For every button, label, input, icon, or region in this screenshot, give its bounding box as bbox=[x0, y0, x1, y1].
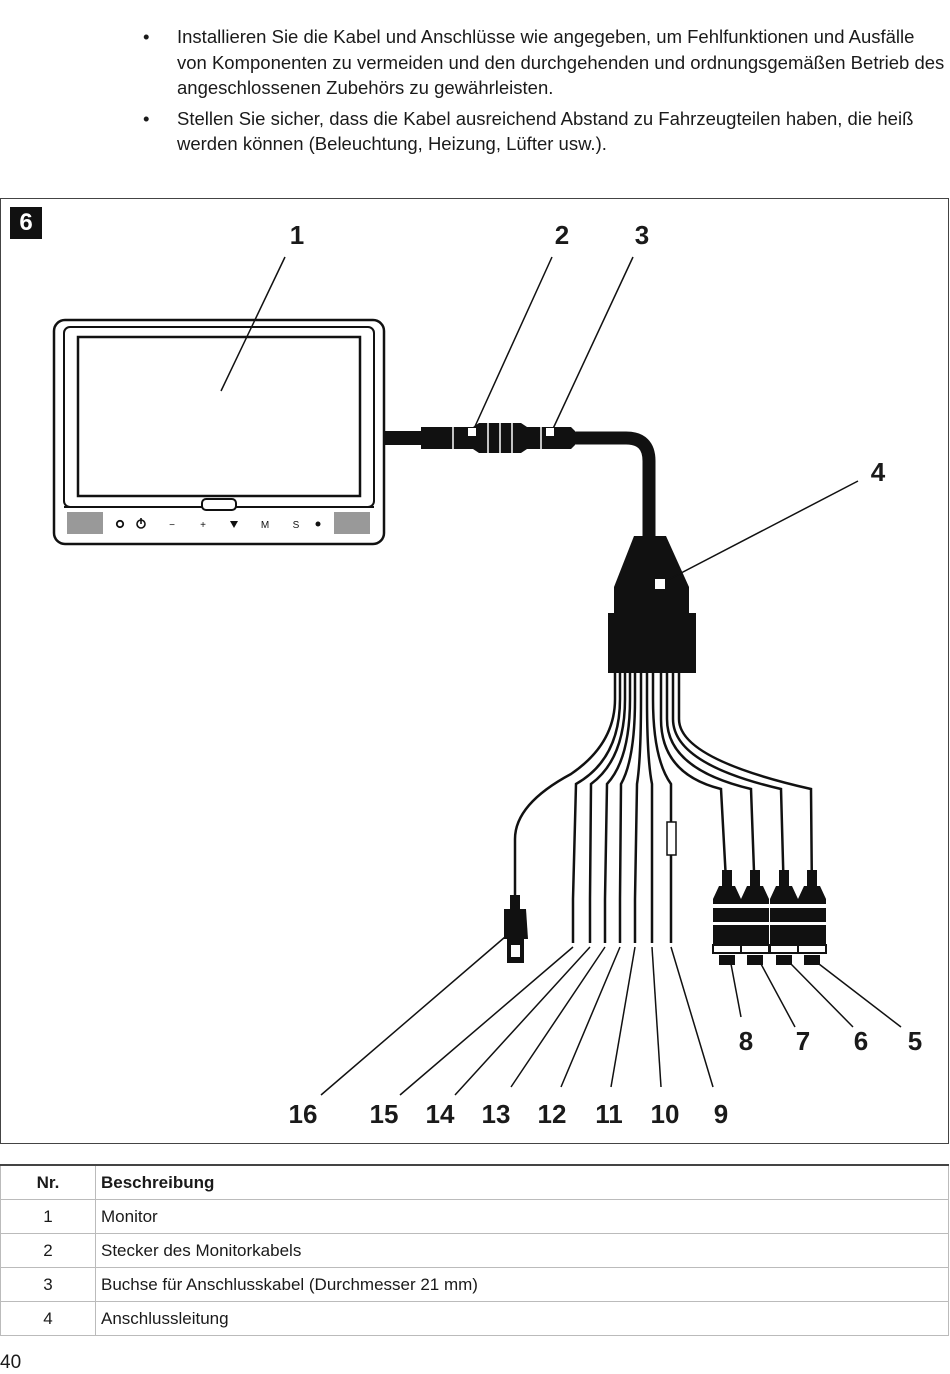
page-number: 40 bbox=[0, 1352, 22, 1373]
row-number: 2 bbox=[0, 1233, 96, 1268]
bullet-text: Stellen Sie sicher, dass die Kabel ausre… bbox=[177, 107, 914, 155]
bullet-symbol: • bbox=[143, 26, 150, 47]
callout-14: 14 bbox=[426, 1099, 455, 1129]
column-header-description: Beschreibung bbox=[95, 1164, 949, 1200]
monitor-plus-label: + bbox=[200, 520, 206, 531]
bullet-text: Installieren Sie die Kabel und Anschlüss… bbox=[177, 26, 945, 98]
row-description: Anschlussleitung bbox=[95, 1301, 949, 1336]
rca-plug bbox=[712, 870, 742, 965]
table-row: 1 Monitor bbox=[0, 1199, 949, 1234]
callout-16: 16 bbox=[289, 1099, 318, 1129]
figure-6-wiring-diagram: − + M S bbox=[0, 198, 949, 1144]
connector-marker-3 bbox=[546, 428, 554, 436]
table-row: 3 Buchse für Anschlusskabel (Durchmesser… bbox=[0, 1267, 949, 1302]
table-header-row: Nr. Beschreibung bbox=[0, 1164, 949, 1200]
callout-4: 4 bbox=[871, 457, 886, 487]
row-description: Stecker des Monitorkabels bbox=[95, 1233, 949, 1268]
callout-9: 9 bbox=[714, 1099, 728, 1129]
callout-13: 13 bbox=[482, 1099, 511, 1129]
callout-2: 2 bbox=[555, 220, 569, 250]
table-row: 2 Stecker des Monitorkabels bbox=[0, 1233, 949, 1268]
small-plug-16 bbox=[504, 895, 528, 963]
callout-12: 12 bbox=[538, 1099, 567, 1129]
callout-8: 8 bbox=[739, 1026, 753, 1056]
rca-plug bbox=[797, 870, 827, 965]
callout-1: 1 bbox=[290, 220, 304, 250]
bullet-symbol: • bbox=[143, 107, 150, 129]
row-number: 3 bbox=[0, 1267, 96, 1302]
monitor-illustration bbox=[52, 318, 386, 546]
breakout-wires bbox=[513, 673, 814, 943]
callout-15: 15 bbox=[370, 1099, 399, 1129]
callout-5: 5 bbox=[908, 1026, 922, 1056]
warning-bullet-list: • Installieren Sie die Kabel und Anschlüs… bbox=[140, 24, 945, 162]
bullet-item: • Installieren Sie die Kabel und Anschlüs… bbox=[140, 24, 945, 101]
monitor-m-label: M bbox=[261, 520, 269, 531]
monitor-s-label: S bbox=[293, 520, 300, 531]
connector-marker-2 bbox=[468, 428, 476, 436]
column-header-nr: Nr. bbox=[0, 1164, 96, 1200]
callout-10: 10 bbox=[651, 1099, 680, 1129]
table-row: 4 Anschlussleitung bbox=[0, 1301, 949, 1336]
connector-marker-4 bbox=[655, 579, 665, 589]
wiring-diagram-svg: − + M S bbox=[52, 220, 922, 1129]
row-number: 4 bbox=[0, 1301, 96, 1336]
callout-3: 3 bbox=[635, 220, 649, 250]
monitor-cable bbox=[384, 423, 656, 539]
parts-description-table: Nr. Beschreibung 1 Monitor 2 Stecker des… bbox=[0, 1164, 949, 1336]
speaker-grille-left bbox=[67, 512, 103, 534]
callout-6: 6 bbox=[854, 1026, 868, 1056]
row-description: Monitor bbox=[95, 1199, 949, 1234]
row-description: Buchse für Anschlusskabel (Durchmesser 2… bbox=[95, 1267, 949, 1302]
callout-7: 7 bbox=[796, 1026, 810, 1056]
speaker-grille-right bbox=[334, 512, 370, 534]
breakout-connector bbox=[608, 536, 696, 673]
callout-leader-lines bbox=[220, 256, 902, 1096]
bullet-item: • Stellen Sie sicher, dass die Kabel ausr… bbox=[140, 106, 945, 157]
row-number: 1 bbox=[0, 1199, 96, 1234]
monitor-minus-label: − bbox=[169, 520, 175, 531]
inline-filter bbox=[666, 821, 677, 856]
callout-11: 11 bbox=[595, 1099, 623, 1129]
rca-plug bbox=[769, 870, 799, 965]
figure-number-badge: 6 bbox=[10, 207, 42, 239]
rca-plugs bbox=[712, 870, 827, 965]
rca-plug bbox=[740, 870, 770, 965]
